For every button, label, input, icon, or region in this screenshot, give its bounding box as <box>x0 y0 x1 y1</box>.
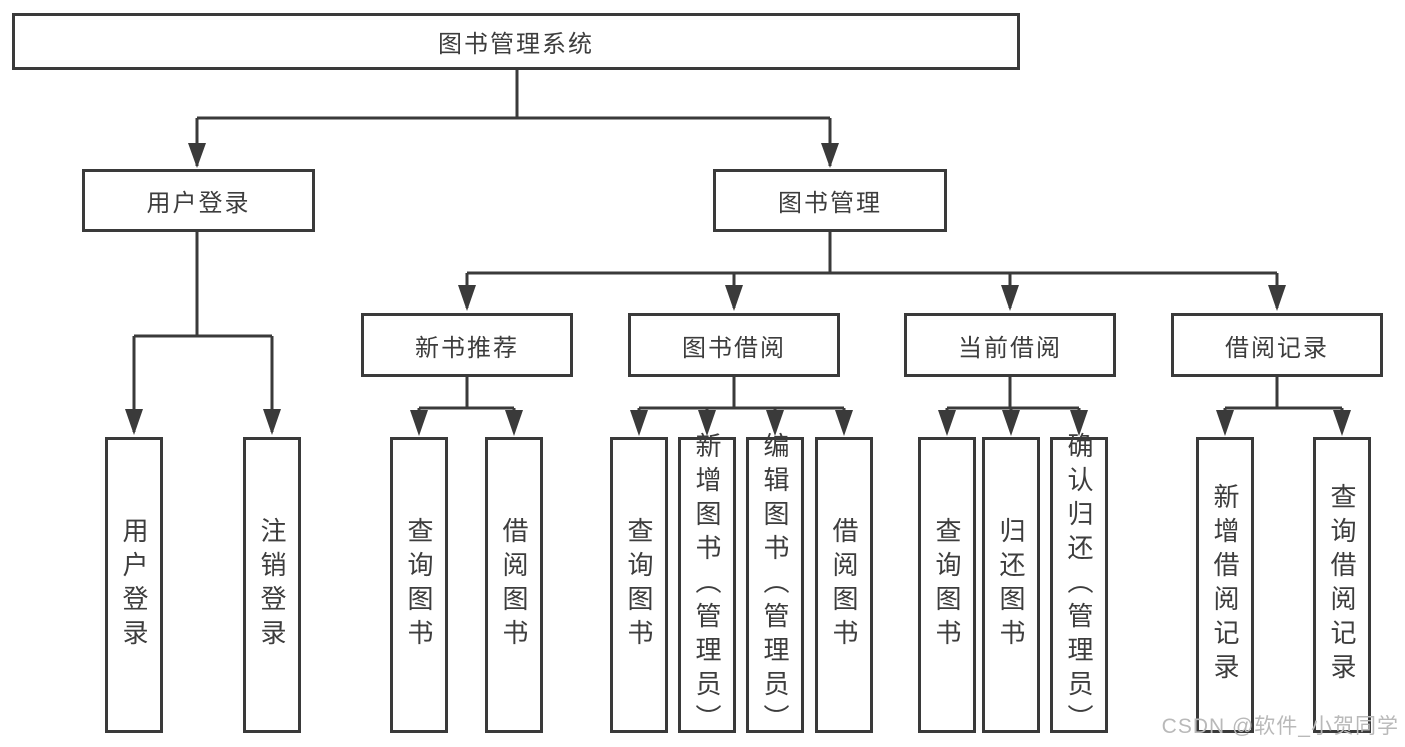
csdn-watermark: CSDN @软件_小贺同学 <box>1161 715 1399 738</box>
leaf-add-books-admin: 新增图书（管理员） <box>678 432 736 738</box>
leaf-query-books-recommend-label: 查询图书 <box>404 517 434 653</box>
leaf-edit-books-admin: 编辑图书（管理员） <box>746 432 804 738</box>
leaf-query-borrow-record: 查询借阅记录 <box>1313 437 1371 733</box>
node-borrow-records: 借阅记录 <box>1171 313 1383 377</box>
leaf-query-books-borrow: 查询图书 <box>610 437 668 733</box>
node-new-book-recommend: 新书推荐 <box>361 313 573 377</box>
leaf-user-login: 用户登录 <box>105 437 163 733</box>
connector-paths <box>132 70 1344 432</box>
leaf-add-books-admin-label: 新增图书（管理员） <box>692 432 722 738</box>
arrowheads <box>125 143 1351 436</box>
leaf-logout-login: 注销登录 <box>243 437 301 733</box>
leaf-query-borrow-record-label: 查询借阅记录 <box>1327 483 1357 687</box>
leaf-logout-login-label: 注销登录 <box>257 517 287 653</box>
leaf-query-books-recommend: 查询图书 <box>390 437 448 733</box>
leaf-borrow-books-label: 借阅图书 <box>829 517 859 653</box>
node-book-borrow: 图书借阅 <box>628 313 840 377</box>
leaf-add-borrow-record-label: 新增借阅记录 <box>1210 483 1240 687</box>
leaf-borrow-books-recommend: 借阅图书 <box>485 437 543 733</box>
leaf-confirm-return-admin-label: 确认归还（管理员） <box>1064 432 1094 738</box>
leaf-return-books-label: 归还图书 <box>996 517 1026 653</box>
node-user-login: 用户登录 <box>82 169 315 232</box>
leaf-query-books-current: 查询图书 <box>918 437 976 733</box>
leaf-borrow-books: 借阅图书 <box>815 437 873 733</box>
node-book-management: 图书管理 <box>713 169 947 232</box>
leaf-return-books: 归还图书 <box>982 437 1040 733</box>
leaf-query-books-borrow-label: 查询图书 <box>624 517 654 653</box>
leaf-query-books-current-label: 查询图书 <box>932 517 962 653</box>
leaf-borrow-books-recommend-label: 借阅图书 <box>499 517 529 653</box>
leaf-user-login-label: 用户登录 <box>119 517 149 653</box>
node-current-borrow: 当前借阅 <box>904 313 1116 377</box>
node-library-system: 图书管理系统 <box>12 13 1020 70</box>
leaf-edit-books-admin-label: 编辑图书（管理员） <box>760 432 790 738</box>
leaf-add-borrow-record: 新增借阅记录 <box>1196 437 1254 733</box>
leaf-confirm-return-admin: 确认归还（管理员） <box>1050 432 1108 738</box>
